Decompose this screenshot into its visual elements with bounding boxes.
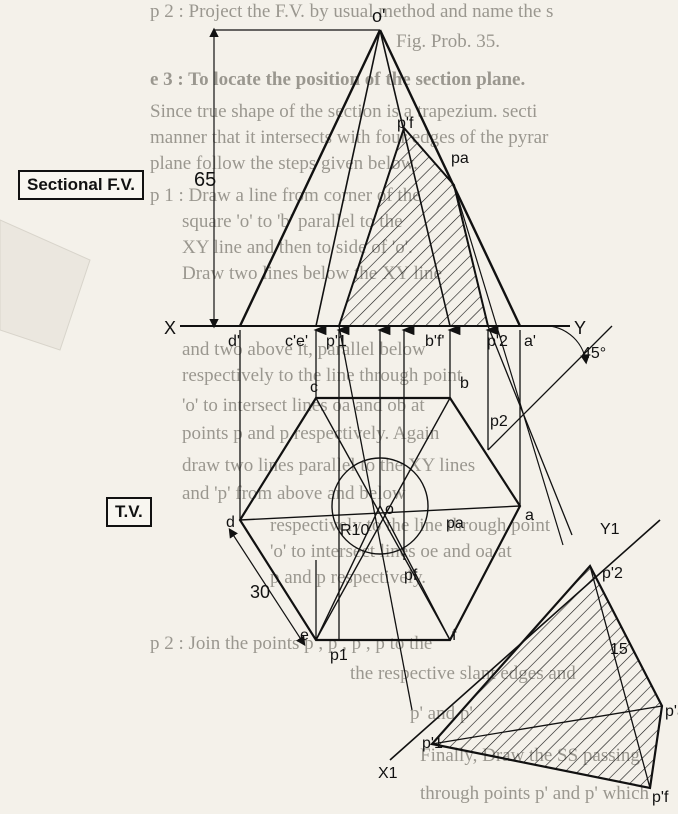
dimension-30: 30 bbox=[250, 582, 270, 602]
point-label: p2 bbox=[490, 413, 508, 430]
point-label: f bbox=[452, 627, 457, 644]
point-label: p'f bbox=[652, 789, 669, 806]
point-label: p'f bbox=[397, 115, 414, 132]
point-label: p'1 bbox=[422, 735, 443, 752]
text-line: p 2 : Project the F.V. by usual method a… bbox=[150, 1, 554, 22]
text-line: and two above it, parallel below bbox=[182, 339, 426, 360]
point-label: Y bbox=[574, 318, 586, 338]
point-label: d' bbox=[228, 333, 240, 350]
point-label: a' bbox=[524, 333, 536, 350]
point-label: c bbox=[310, 379, 318, 396]
text-line: Fig. Prob. 35. bbox=[396, 31, 500, 52]
point-label: p'1 bbox=[326, 333, 347, 350]
dimension-15: 15 bbox=[610, 641, 628, 658]
text-line: p and p respectively. bbox=[270, 567, 426, 588]
auxiliary-view bbox=[338, 184, 664, 790]
text-line: respectively to the line through point bbox=[182, 365, 463, 386]
point-label: p'2 bbox=[602, 565, 623, 582]
point-label: c'e' bbox=[285, 333, 308, 350]
point-label: pa bbox=[451, 150, 469, 167]
text-line: respectively to the line through point bbox=[270, 515, 551, 536]
sectional-fv-label: Sectional F.V. bbox=[18, 170, 145, 200]
text-line: 'o' to intersect lines oa and ob at bbox=[182, 395, 425, 416]
projector-lines bbox=[239, 324, 521, 640]
point-label: b bbox=[460, 375, 469, 392]
point-label: a bbox=[525, 507, 534, 524]
text-line: square 'o' to 'b' parallel to the bbox=[182, 211, 403, 232]
point-label: o' bbox=[372, 6, 385, 26]
point-label: p1 bbox=[330, 647, 348, 664]
ghost-shape bbox=[0, 219, 91, 351]
dimension-65: 65 bbox=[194, 169, 216, 191]
angle-45: 45° bbox=[582, 345, 606, 362]
drawing-labels: o' p'f pa X Y d' c'e' p'1 b'f' p'2 a' c … bbox=[164, 6, 678, 806]
text-line: and 'p' from above and below bbox=[182, 483, 406, 504]
point-label: pa bbox=[446, 515, 464, 532]
true-shape-hatch bbox=[429, 564, 664, 790]
text-line: e 3 : To locate the position of the sect… bbox=[150, 69, 526, 90]
point-label: Y1 bbox=[600, 521, 620, 538]
text-line: manner that it intersects with four edge… bbox=[150, 127, 549, 148]
point-label: pf bbox=[404, 567, 418, 584]
tv-label: T.V. bbox=[106, 497, 152, 527]
point-label: e bbox=[300, 627, 309, 644]
text-line: 'o' to intersect lines oe and oa at bbox=[270, 541, 512, 562]
text-line: Since true shape of the section is a tra… bbox=[150, 101, 538, 122]
front-view bbox=[180, 27, 570, 329]
radius-label: R10 bbox=[340, 522, 369, 539]
point-label: X1 bbox=[378, 765, 398, 782]
text-line: draw two lines parallel to the XY lines bbox=[182, 455, 476, 476]
point-label: b'f' bbox=[425, 333, 444, 350]
text-line: XY line and then to side of 'o'. bbox=[182, 237, 413, 258]
point-label: X bbox=[164, 318, 176, 338]
point-label: p'a bbox=[665, 703, 678, 720]
point-label: p'2 bbox=[487, 333, 508, 350]
point-label: o bbox=[385, 501, 394, 518]
text-line: through points p' and p' which bbox=[420, 783, 650, 804]
point-label: d bbox=[226, 514, 235, 531]
text-line: points p and p respectively. Again bbox=[182, 423, 440, 444]
top-view bbox=[228, 396, 522, 647]
